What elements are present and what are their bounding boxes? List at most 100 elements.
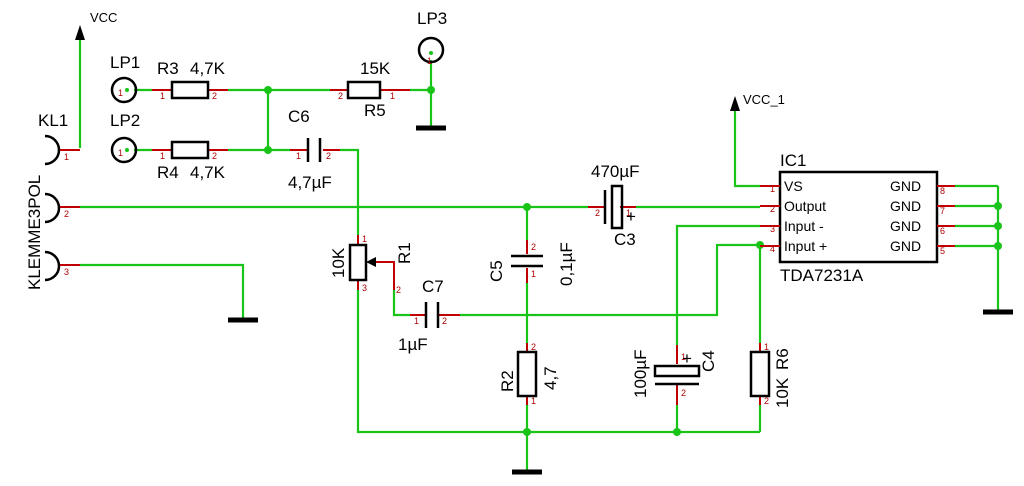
plate-icon	[653, 364, 701, 378]
pad-icon	[417, 36, 445, 64]
wire-c7-inplus	[460, 243, 760, 317]
resistor-r2: 2 1 R2 4,7	[498, 342, 560, 406]
pin-number: 7	[940, 206, 945, 216]
pad-icon	[110, 76, 138, 104]
pin-label-gnd: GND	[890, 178, 921, 194]
pin-number: 2	[338, 91, 343, 101]
pin-number: 1	[626, 208, 631, 218]
pin-number: 2	[212, 91, 217, 101]
kl1-value: KLEMME3POL	[25, 175, 44, 290]
r2-ref: R2	[498, 370, 517, 392]
pin-number: 1	[362, 234, 367, 244]
junctions	[264, 86, 1002, 436]
pad-icon	[110, 136, 138, 164]
arrow-up-icon	[75, 25, 85, 40]
pin-number: 3	[64, 267, 69, 277]
c4-value: 100µF	[631, 349, 650, 398]
ic1-value: TDA7231A	[780, 266, 864, 285]
pad-center-icon	[125, 88, 129, 92]
capacitor-c7: 1 2 C7 1µF	[398, 277, 460, 354]
potentiometer-r1: 1 3 2 10K R1	[329, 234, 414, 295]
pin-number: 5	[940, 246, 945, 256]
pin-number: 1	[764, 342, 769, 352]
pin-label-gnd: GND	[890, 198, 921, 214]
plus-sign: +	[682, 349, 692, 368]
vcc-label: VCC	[90, 10, 117, 25]
junction-dot	[427, 86, 435, 94]
r1-ref: R1	[395, 242, 414, 264]
resistor-body	[749, 350, 771, 398]
pad-center-icon	[429, 51, 433, 55]
capacitor-c3: 2 1 + 470µF C3	[588, 162, 640, 249]
kl1-terminal: 1 2 3 KL1 KLEMME3POL	[25, 111, 80, 290]
pin-number: 2	[442, 316, 447, 326]
pin-number: 2	[396, 285, 401, 295]
pin-number: 1	[414, 316, 419, 326]
pin-stubs	[357, 235, 395, 290]
r4-ref: R4	[157, 163, 179, 182]
r4-value: 4,7K	[190, 163, 226, 182]
pin-label-input-plus: Input +	[784, 238, 827, 254]
r2-value: 4,7	[541, 366, 560, 390]
pin-number: 1	[427, 56, 432, 66]
terminal-icon	[44, 250, 61, 282]
pad-center-icon	[125, 148, 129, 152]
pin-number: 2	[531, 342, 536, 352]
c4-ref: C4	[699, 350, 718, 372]
junction-dot	[264, 146, 272, 154]
resistor-body	[516, 350, 538, 398]
plus-sign: +	[626, 207, 636, 226]
resistor-r4: 1 2 R4 4,7K	[152, 140, 228, 182]
r6-ref: R6	[773, 348, 792, 370]
terminal-icon	[44, 134, 61, 166]
pin-label-output: Output	[784, 198, 826, 214]
pin-number: 1	[531, 269, 536, 279]
c5-ref: C5	[487, 260, 506, 282]
wire-gnd-pins	[955, 184, 1000, 310]
pin-label-gnd: GND	[890, 238, 921, 254]
wire-r1-bottom	[356, 290, 760, 434]
resistor-body	[170, 80, 210, 100]
pin-number: 1	[531, 396, 536, 406]
pin-number: 8	[940, 186, 945, 196]
c3-ref: C3	[614, 230, 636, 249]
wire-wiper-c7	[392, 290, 410, 317]
pin-number: 1	[64, 152, 69, 162]
terminal-icon	[44, 192, 61, 224]
junction-dot	[994, 202, 1002, 210]
pin-number: 1	[390, 91, 395, 101]
pin-number: 1	[118, 148, 123, 158]
lp3-label: LP3	[417, 9, 447, 28]
pin-number: 6	[940, 226, 945, 236]
pin-number: 2	[595, 208, 600, 218]
pin-number: 2	[770, 204, 775, 214]
c3-value: 470µF	[591, 162, 640, 181]
wire-c6-r1	[340, 148, 360, 235]
capacitor-c4: 1 2 + 100µF C4	[631, 345, 718, 405]
arrow-up-icon	[730, 96, 740, 111]
pin-label-vs: VS	[784, 178, 803, 194]
pin-number: 2	[212, 151, 217, 161]
wires	[78, 40, 1000, 470]
lp2-solder-pad: LP2 1	[110, 111, 140, 164]
pin-number: 2	[531, 242, 536, 252]
kl1-ref: KL1	[38, 111, 68, 130]
pin-number: 3	[770, 224, 775, 234]
r1-value: 10K	[329, 247, 348, 278]
resistor-body	[346, 80, 382, 100]
junction-dot	[264, 86, 272, 94]
r5-ref: R5	[364, 101, 386, 120]
wire-inminus-c4	[675, 224, 760, 345]
pin-number: 1	[118, 88, 123, 98]
r5-value: 15K	[360, 59, 391, 78]
c7-ref: C7	[422, 277, 444, 296]
lp1-label: LP1	[110, 53, 140, 72]
pin-number: 1	[160, 91, 165, 101]
ic-body	[778, 170, 939, 264]
pin-number: 1	[770, 184, 775, 194]
pin-number: 1	[160, 151, 165, 161]
pin-stubs	[60, 149, 80, 266]
vcc1-label: VCC_1	[743, 92, 785, 107]
